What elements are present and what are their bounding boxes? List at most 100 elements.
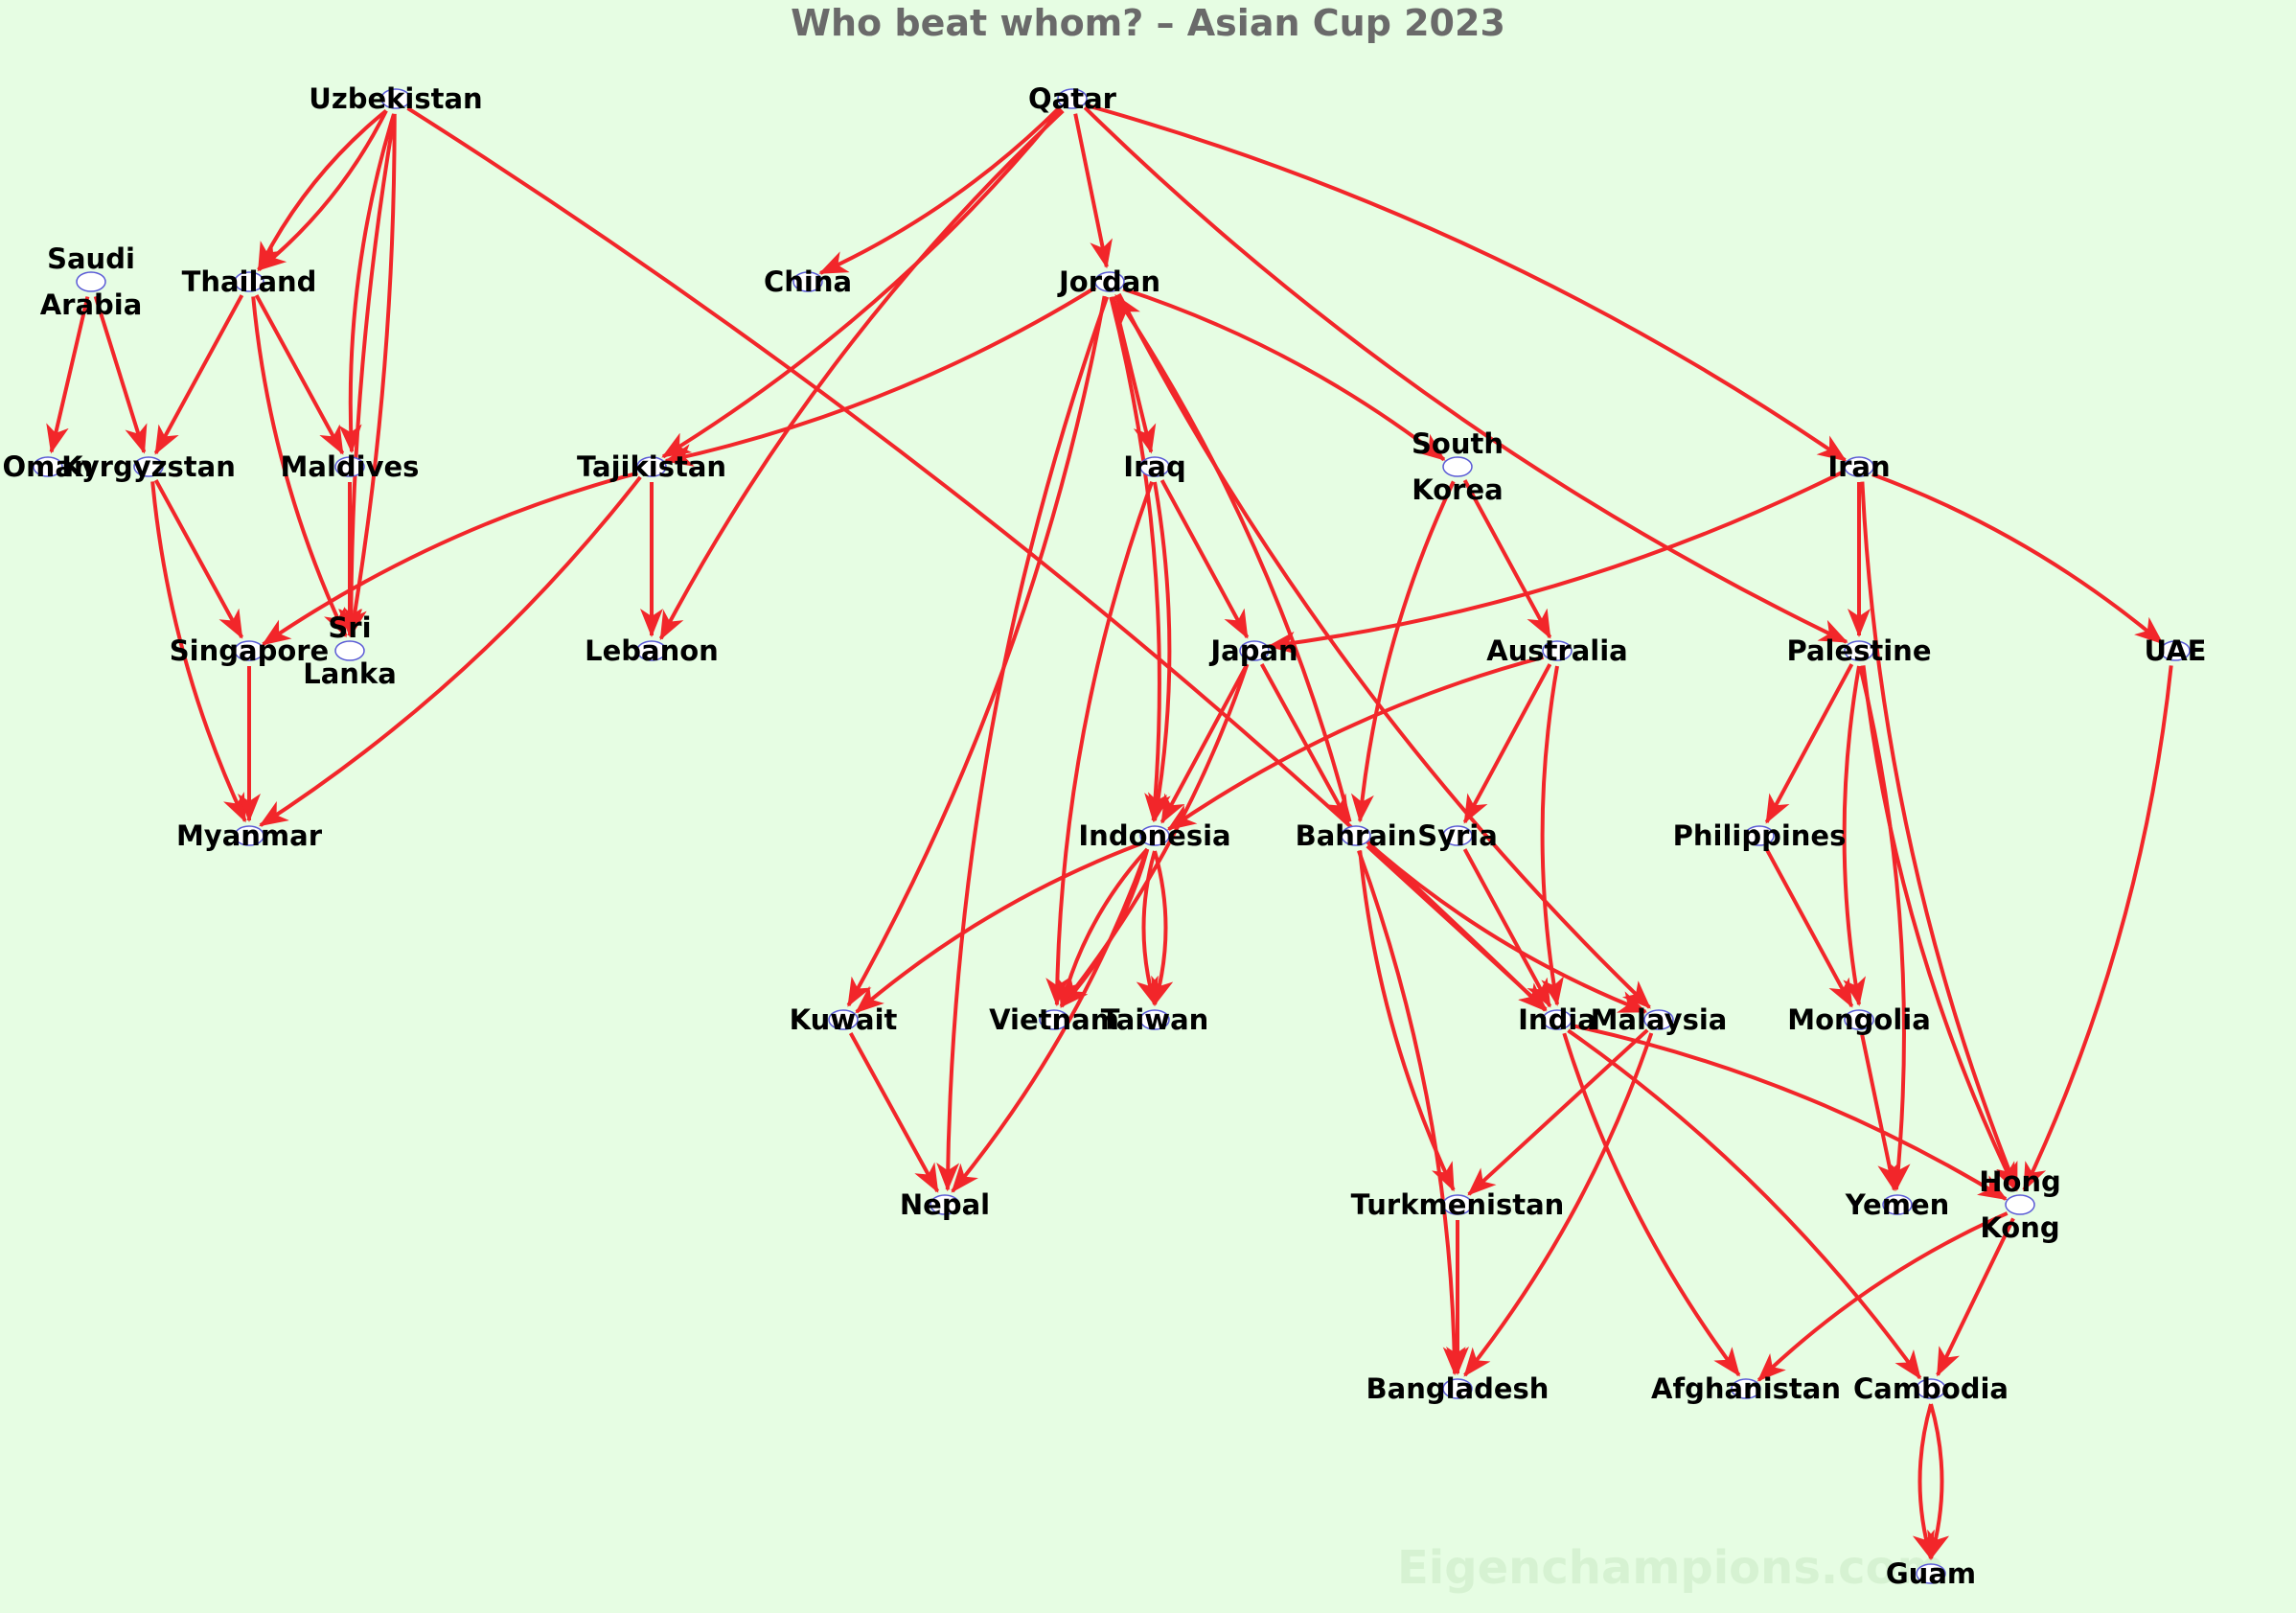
node-india[interactable]: India (1518, 1003, 1596, 1036)
node-australia[interactable]: Australia (1486, 634, 1628, 667)
edge-hong-kong-beat-cambodia (1936, 1217, 2015, 1377)
node-marker[interactable] (1844, 456, 1874, 477)
node-label: Yemen (1845, 1188, 1950, 1221)
node-marker[interactable] (1057, 88, 1088, 109)
node-label: Thailand (182, 265, 317, 298)
node-lebanon[interactable]: Lebanon (585, 634, 719, 667)
node-indonesia[interactable]: Indonesia (1078, 819, 1230, 852)
node-bahrain[interactable]: Bahrain (1296, 819, 1417, 852)
node-marker[interactable] (636, 456, 667, 477)
node-nepal[interactable]: Nepal (900, 1188, 990, 1221)
node-maldives[interactable]: Maldives (281, 450, 420, 483)
edge-tajikistan-beat-singapore (261, 471, 638, 646)
node-marker[interactable] (33, 456, 63, 477)
node-marker[interactable] (1916, 1563, 1946, 1584)
edge-jordan-beat-indonesia (1109, 296, 1168, 823)
node-marker[interactable] (1139, 456, 1170, 477)
node-qatar[interactable]: Qatar (1028, 82, 1117, 115)
node-label: Qatar (1028, 82, 1117, 115)
node-jordan[interactable]: Jordan (1057, 265, 1160, 298)
node-myanmar[interactable]: Myanmar (176, 819, 323, 852)
node-label: Oman (2, 450, 93, 483)
node-malaysia[interactable]: Malaysia (1591, 1003, 1728, 1036)
edge-qatar-beat-palestine (1083, 105, 1848, 644)
node-marker[interactable] (1442, 825, 1473, 846)
node-palestine[interactable]: Palestine (1786, 634, 1931, 667)
node-marker[interactable] (76, 271, 106, 292)
node-marker[interactable] (1239, 640, 1270, 661)
node-philippines[interactable]: Philippines (1673, 819, 1847, 852)
edge-malaysia-beat-bangladesh (1463, 1032, 1654, 1377)
node-marker[interactable] (133, 456, 164, 477)
node-marker[interactable] (828, 1009, 859, 1030)
node-marker[interactable] (1844, 1009, 1874, 1030)
node-oman[interactable]: Oman (2, 450, 93, 483)
node-marker[interactable] (234, 825, 264, 846)
node-yemen[interactable]: Yemen (1845, 1188, 1950, 1221)
node-marker[interactable] (1731, 1378, 1761, 1399)
node-marker[interactable] (1039, 1009, 1069, 1030)
node-marker[interactable] (1094, 271, 1125, 292)
node-tajikistan[interactable]: Tajikistan (577, 450, 726, 483)
chart-title: Who beat whom? – Asian Cup 2023 (791, 2, 1505, 44)
node-label: Lanka (303, 657, 397, 690)
node-marker[interactable] (2005, 1194, 2035, 1215)
edge-bahrain-beat-malaysia (1367, 841, 1648, 1014)
edge-iraq-beat-vietnam (1045, 481, 1154, 1007)
node-uae[interactable]: UAE (2145, 634, 2207, 667)
node-marker[interactable] (380, 88, 411, 109)
node-marker[interactable] (1442, 1194, 1473, 1215)
node-marker[interactable] (2160, 640, 2191, 661)
node-marker[interactable] (234, 640, 264, 661)
node-iran[interactable]: Iran (1827, 450, 1890, 483)
node-marker[interactable] (1844, 640, 1874, 661)
node-label: Mongolia (1787, 1003, 1931, 1036)
node-uzbekistan[interactable]: Uzbekistan (309, 82, 482, 115)
node-vietnam[interactable]: Vietnam (989, 1003, 1119, 1036)
node-marker[interactable] (334, 456, 365, 477)
node-china[interactable]: China (764, 265, 852, 298)
node-afghanistan[interactable]: Afghanistan (1651, 1372, 1841, 1405)
node-marker[interactable] (1139, 825, 1170, 846)
node-marker[interactable] (1442, 1378, 1473, 1399)
node-marker[interactable] (1916, 1378, 1946, 1399)
node-marker[interactable] (792, 271, 823, 292)
node-taiwan[interactable]: Taiwan (1101, 1003, 1209, 1036)
edge-jordan-beat-nepal (936, 296, 1110, 1192)
node-label: Bahrain (1296, 819, 1417, 852)
edge-iraq-beat-indonesia (1147, 481, 1172, 822)
node-marker[interactable] (1341, 825, 1371, 846)
node-marker[interactable] (636, 640, 667, 661)
node-mongolia[interactable]: Mongolia (1787, 1003, 1931, 1036)
node-kyrgyzstan[interactable]: Kyrgyzstan (61, 450, 236, 483)
node-bangladesh[interactable]: Bangladesh (1366, 1372, 1550, 1405)
node-marker[interactable] (1542, 1009, 1573, 1030)
node-marker[interactable] (930, 1194, 960, 1215)
node-label: Cambodia (1853, 1372, 2009, 1405)
edge-thailand-beat-sri-lanka (251, 296, 348, 638)
node-turkmenistan[interactable]: Turkmenistan (1351, 1188, 1565, 1221)
node-syria[interactable]: Syria (1417, 819, 1498, 852)
node-marker[interactable] (1442, 456, 1473, 477)
edge-uae-beat-hong-kong (2022, 665, 2173, 1192)
node-marker[interactable] (1882, 1194, 1913, 1215)
node-japan[interactable]: Japan (1208, 634, 1297, 667)
node-marker[interactable] (1744, 825, 1775, 846)
node-marker[interactable] (1643, 1009, 1674, 1030)
node-kuwait[interactable]: Kuwait (790, 1003, 898, 1036)
node-marker[interactable] (1139, 1009, 1170, 1030)
node-cambodia[interactable]: Cambodia (1853, 1372, 2009, 1405)
node-singapore[interactable]: Singapore (170, 634, 329, 667)
node-marker[interactable] (334, 640, 365, 661)
node-iraq[interactable]: Iraq (1123, 450, 1185, 483)
node-marker[interactable] (234, 271, 264, 292)
node-marker[interactable] (1542, 640, 1573, 661)
node-label: Sri (328, 611, 371, 644)
node-guam[interactable]: Guam (1886, 1557, 1976, 1590)
node-thailand[interactable]: Thailand (182, 265, 317, 298)
edge-cambodia-beat-guam (1927, 1403, 1950, 1560)
